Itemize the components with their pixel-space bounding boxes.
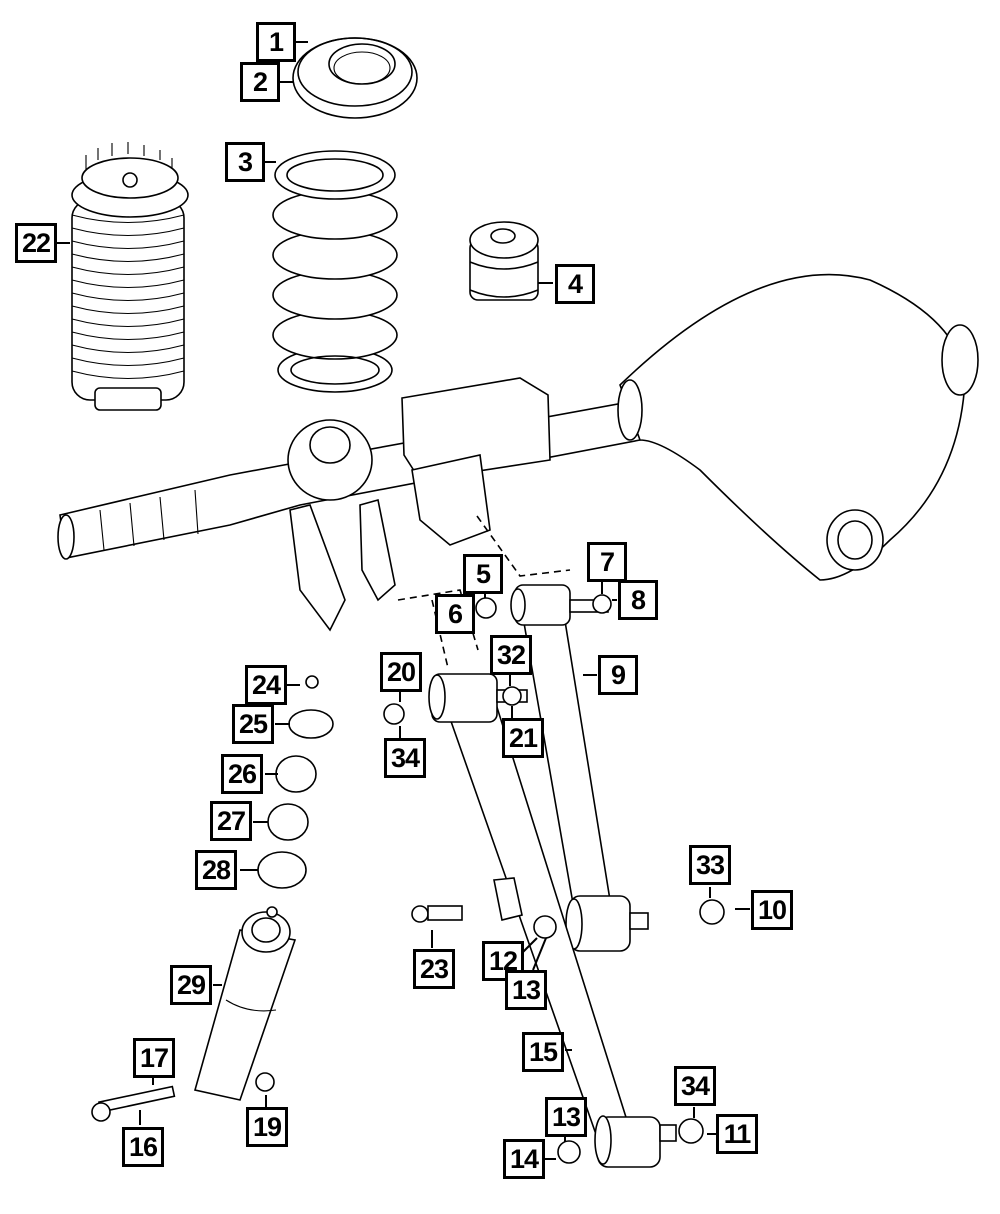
- callout-13-lower[interactable]: 13: [545, 1097, 587, 1137]
- callout-11[interactable]: 11: [716, 1114, 758, 1154]
- axle-housing-drawing: [57, 273, 979, 632]
- leader-lines: [57, 41, 750, 1160]
- jounce-bumper-drawing: [469, 221, 539, 301]
- callout-28[interactable]: 28: [195, 850, 237, 890]
- callout-4[interactable]: 4: [555, 264, 595, 304]
- callout-27[interactable]: 27: [210, 801, 252, 841]
- callout-8[interactable]: 8: [618, 580, 658, 620]
- callout-10[interactable]: 10: [751, 890, 793, 930]
- callout-16[interactable]: 16: [122, 1127, 164, 1167]
- coil-spring-drawing: [272, 150, 398, 393]
- callout-34-lower[interactable]: 34: [674, 1066, 716, 1106]
- callout-32[interactable]: 32: [490, 635, 532, 675]
- callout-3[interactable]: 3: [225, 142, 265, 182]
- callout-25[interactable]: 25: [232, 704, 274, 744]
- callout-29[interactable]: 29: [170, 965, 212, 1005]
- callout-13-upper[interactable]: 13: [505, 970, 547, 1010]
- callout-22[interactable]: 22: [15, 223, 57, 263]
- callout-1[interactable]: 1: [256, 22, 296, 62]
- callout-14[interactable]: 14: [503, 1139, 545, 1179]
- callout-5[interactable]: 5: [463, 554, 503, 594]
- callout-33[interactable]: 33: [689, 845, 731, 885]
- callout-2[interactable]: 2: [240, 62, 280, 102]
- callout-23[interactable]: 23: [413, 949, 455, 989]
- callout-21[interactable]: 21: [502, 718, 544, 758]
- spring-isolator-drawing: [292, 37, 418, 119]
- callout-7[interactable]: 7: [587, 542, 627, 582]
- shock-absorber-drawing: [194, 906, 297, 1101]
- fasteners-drawing: [91, 594, 725, 1164]
- callout-19[interactable]: 19: [246, 1107, 288, 1147]
- assembly-dashed-lines: [397, 515, 571, 669]
- callout-26[interactable]: 26: [221, 754, 263, 794]
- callout-24[interactable]: 24: [245, 665, 287, 705]
- callout-9[interactable]: 9: [598, 655, 638, 695]
- air-spring-drawing: [71, 142, 189, 411]
- lower-control-arm-drawing: [428, 673, 677, 1168]
- callout-17[interactable]: 17: [133, 1038, 175, 1078]
- callout-6[interactable]: 6: [435, 594, 475, 634]
- upper-control-arm-drawing: [510, 584, 649, 952]
- callout-15[interactable]: 15: [522, 1032, 564, 1072]
- callout-34-upper[interactable]: 34: [384, 738, 426, 778]
- callout-20[interactable]: 20: [380, 652, 422, 692]
